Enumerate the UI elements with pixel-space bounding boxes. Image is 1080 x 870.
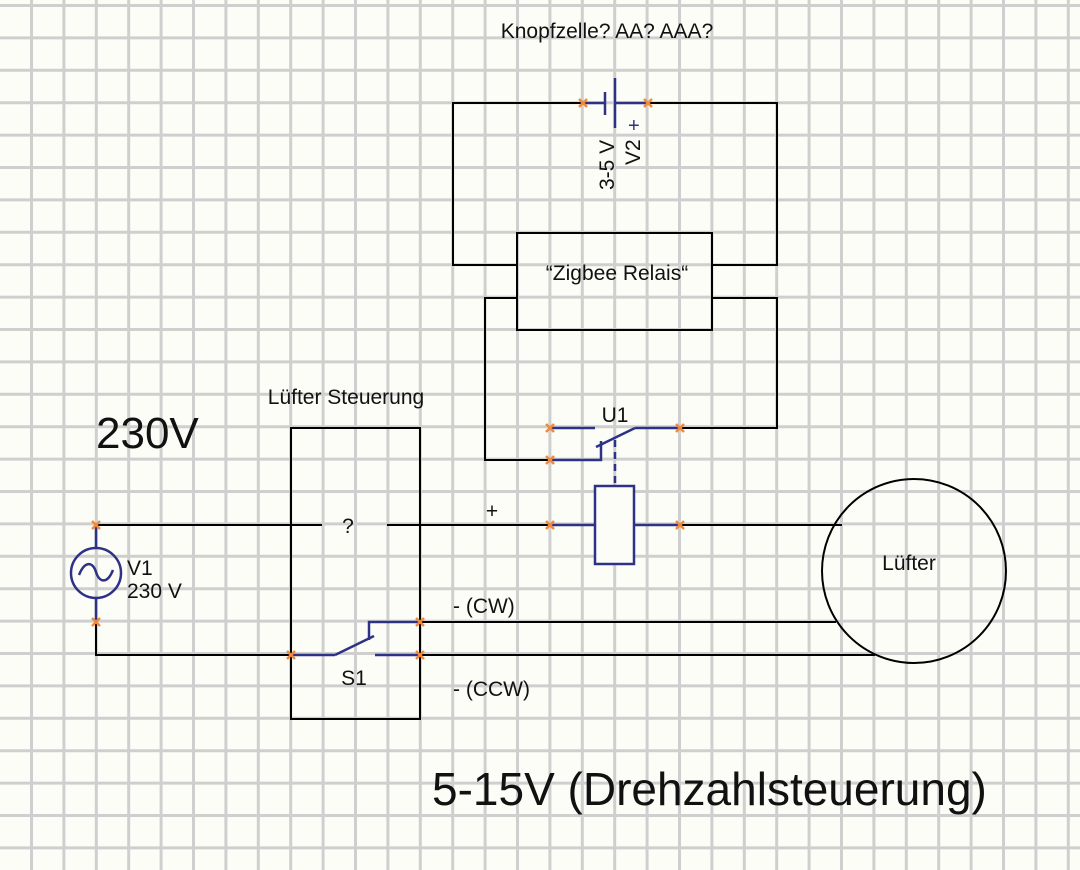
- unknown-label: ?: [342, 515, 354, 538]
- pin-marker-icon[interactable]: [415, 650, 425, 660]
- fan-label: Lüfter: [882, 552, 936, 575]
- pin-marker-icon[interactable]: [675, 520, 685, 530]
- zigbee-relay-label: “Zigbee Relais“: [546, 262, 688, 285]
- pin-markers: [91, 98, 685, 660]
- ccw-label: - (CCW): [453, 678, 530, 701]
- wire-zigbee-right: [680, 297, 778, 429]
- zigbee-relay-box[interactable]: [516, 232, 713, 331]
- relay-icon[interactable]: [550, 426, 680, 566]
- battery-note-label: Knopfzelle? AA? AAA?: [501, 20, 714, 43]
- v2-polarity-label: +: [628, 115, 640, 137]
- switch-icon[interactable]: [291, 620, 420, 657]
- battery-icon[interactable]: [583, 78, 648, 128]
- speed-control-label: 5-15V (Drehzahlsteuerung): [432, 763, 987, 815]
- cw-label: - (CW): [453, 595, 515, 618]
- pin-marker-icon[interactable]: [545, 520, 555, 530]
- fan-control-label: Lüfter Steuerung: [268, 386, 424, 409]
- pin-marker-icon[interactable]: [91, 520, 101, 530]
- fan-circle[interactable]: [821, 478, 1007, 664]
- wire-zigbee-left: [484, 297, 550, 461]
- pin-marker-icon[interactable]: [643, 98, 653, 108]
- v2-name-label: V2: [622, 139, 645, 165]
- pin-marker-icon[interactable]: [675, 423, 685, 433]
- v1-value-label: 230 V: [127, 580, 182, 603]
- v1-name-label: V1: [127, 557, 153, 580]
- pin-marker-icon[interactable]: [545, 423, 555, 433]
- plus-label: +: [486, 500, 498, 523]
- wire-battery-right: [648, 102, 778, 266]
- wires: [95, 102, 875, 656]
- mains-voltage-label: 230V: [96, 409, 199, 458]
- u1-label: U1: [602, 404, 629, 427]
- v2-value-label: 3-5 V: [596, 140, 619, 190]
- pin-marker-icon[interactable]: [578, 98, 588, 108]
- pin-marker-icon[interactable]: [286, 650, 296, 660]
- pin-marker-icon[interactable]: [545, 455, 555, 465]
- s1-label: S1: [341, 667, 367, 690]
- ac-source-icon[interactable]: [69, 525, 123, 622]
- wire-mains-bottom: [95, 622, 291, 656]
- pin-marker-icon[interactable]: [415, 617, 425, 627]
- wire-battery-left: [452, 102, 583, 266]
- fan-control-box[interactable]: [290, 427, 421, 720]
- pin-marker-icon[interactable]: [91, 617, 101, 627]
